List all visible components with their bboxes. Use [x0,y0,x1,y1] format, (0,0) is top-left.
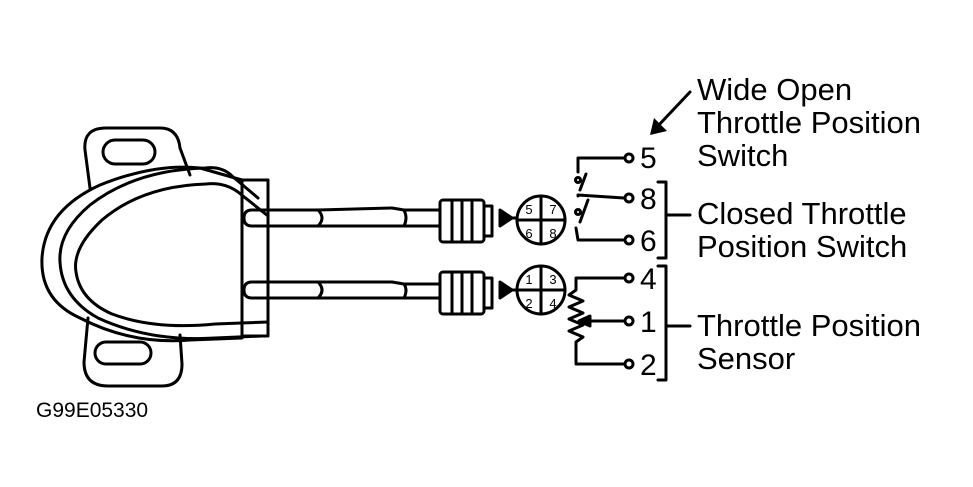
cavity-label-upper-br: 8 [549,226,556,241]
harness-lower [242,270,494,316]
figure-code: G99E05330 [36,399,148,422]
bracket-tps [656,264,692,382]
cavity-label-lower-br: 4 [549,296,556,311]
pin-label-4: 4 [640,263,657,296]
connector-face-lower [498,264,567,316]
potentiometer-schematic [567,276,626,366]
pin-label-2: 2 [640,349,657,382]
mount-hole-bottom [93,340,153,366]
wot-arrow-head [650,118,667,135]
callout-tps-line2: Sensor [697,341,795,376]
callout-wot-line1: Wide Open [697,72,852,107]
harness-upper [242,198,494,244]
cavity-label-upper-tr: 7 [549,202,556,217]
cavity-label-lower-bl: 2 [525,296,532,311]
pin-label-6: 6 [640,225,657,258]
callout-ctp-line1: Closed Throttle [697,196,907,231]
cavity-label-upper-tl: 5 [525,202,532,217]
callout-tps: Throttle Position Sensor [697,308,921,376]
callout-wot: Wide Open Throttle Position Switch [697,72,921,173]
connector-face-upper [498,194,567,246]
callout-wot-line2: Throttle Position [697,105,921,140]
mount-hole-top [101,138,157,166]
cavity-label-lower-tl: 1 [525,272,532,287]
callout-ctp: Closed Throttle Position Switch [697,196,907,264]
bracket-closed-throttle [656,180,692,260]
cavity-label-lower-tr: 3 [549,272,556,287]
wot-arrow [654,90,692,130]
pin-label-8: 8 [640,183,657,216]
pin-label-1: 1 [640,306,657,339]
callout-wot-line3: Switch [697,138,788,173]
pin-label-5: 5 [640,142,657,175]
switch-schematic [574,156,626,242]
pin-terminals [623,152,635,370]
cavity-label-upper-bl: 6 [525,226,532,241]
sensor-body [40,126,270,388]
callout-ctp-line2: Position Switch [697,229,907,264]
callout-tps-line1: Throttle Position [697,308,921,343]
